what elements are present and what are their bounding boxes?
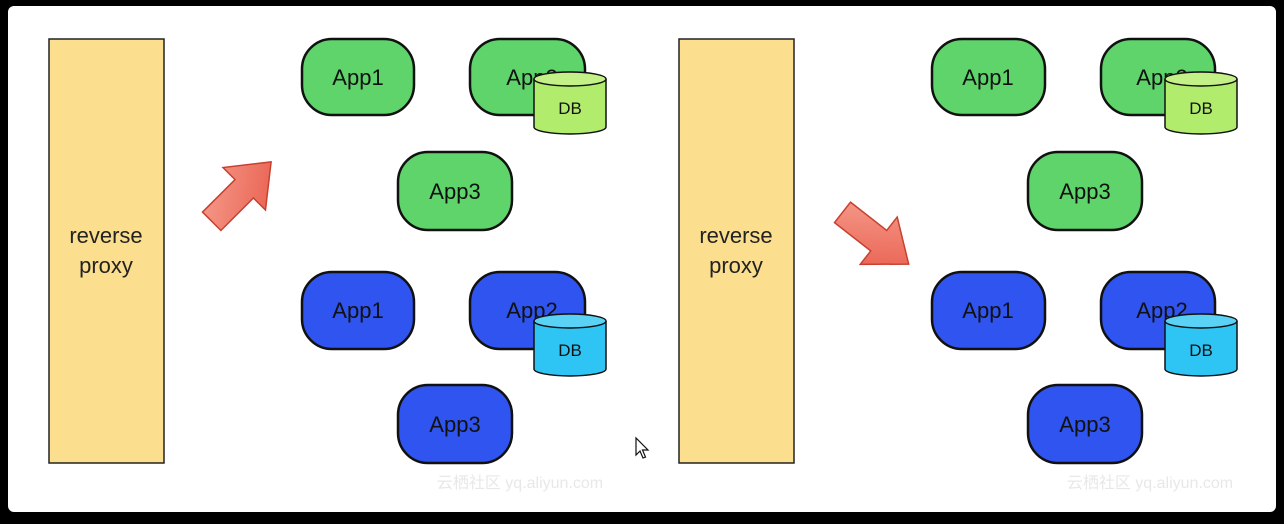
proxy-label-line2: proxy bbox=[709, 253, 763, 278]
blue-app3-label: App3 bbox=[429, 412, 480, 437]
blue-app1-label: App1 bbox=[332, 298, 383, 323]
reverse-proxy-box: reverse proxy bbox=[48, 38, 165, 464]
arrow-up-right-icon bbox=[201, 161, 272, 232]
blue-db-label: DB bbox=[1189, 341, 1213, 360]
blue-app3: App3 bbox=[1026, 383, 1144, 465]
proxy-label-line2: proxy bbox=[79, 253, 133, 278]
panel-after: reverse proxy App1 App2 DB Ap bbox=[678, 37, 1238, 492]
blue-app3: App3 bbox=[396, 383, 514, 465]
blue-db-label: DB bbox=[558, 341, 582, 360]
proxy-label-line1: reverse bbox=[699, 223, 772, 248]
mouse-cursor-icon bbox=[635, 436, 650, 459]
green-app1-label: App1 bbox=[332, 65, 383, 90]
green-app-group: App1 App2 DB App3 bbox=[300, 37, 607, 232]
arrow-down-right-icon bbox=[833, 201, 910, 266]
blue-db-cylinder-icon: DB bbox=[1164, 313, 1238, 377]
green-app1: App1 bbox=[930, 37, 1047, 117]
green-app3-label: App3 bbox=[429, 179, 480, 204]
watermark-left: 云栖社区 yq.aliyun.com bbox=[437, 474, 603, 492]
blue-app-group: App1 App2 DB App3 bbox=[930, 270, 1238, 465]
green-app1-label: App1 bbox=[962, 65, 1013, 90]
blue-app-group: App1 App2 DB App3 bbox=[300, 270, 607, 465]
panel-before: reverse proxy App1 App2 DB Ap bbox=[48, 37, 607, 492]
green-db-cylinder-icon: DB bbox=[1164, 71, 1238, 135]
green-db-label: DB bbox=[558, 99, 582, 118]
green-db-label: DB bbox=[1189, 99, 1213, 118]
green-app-group: App1 App2 DB App3 bbox=[930, 37, 1238, 232]
watermark-right: 云栖社区 yq.aliyun.com bbox=[1067, 474, 1233, 492]
blue-app3-label: App3 bbox=[1059, 412, 1110, 437]
reverse-proxy-box: reverse proxy bbox=[678, 38, 795, 464]
blue-db-cylinder-icon: DB bbox=[533, 313, 607, 377]
diagram-frame bbox=[8, 6, 1276, 512]
blue-app1-label: App1 bbox=[962, 298, 1013, 323]
green-app3-label: App3 bbox=[1059, 179, 1110, 204]
green-app3: App3 bbox=[396, 150, 514, 232]
green-db-cylinder-icon: DB bbox=[533, 71, 607, 135]
green-app3: App3 bbox=[1026, 150, 1144, 232]
proxy-label-line1: reverse bbox=[69, 223, 142, 248]
blue-app1: App1 bbox=[930, 270, 1047, 351]
blue-app1: App1 bbox=[300, 270, 416, 351]
green-app1: App1 bbox=[300, 37, 416, 117]
